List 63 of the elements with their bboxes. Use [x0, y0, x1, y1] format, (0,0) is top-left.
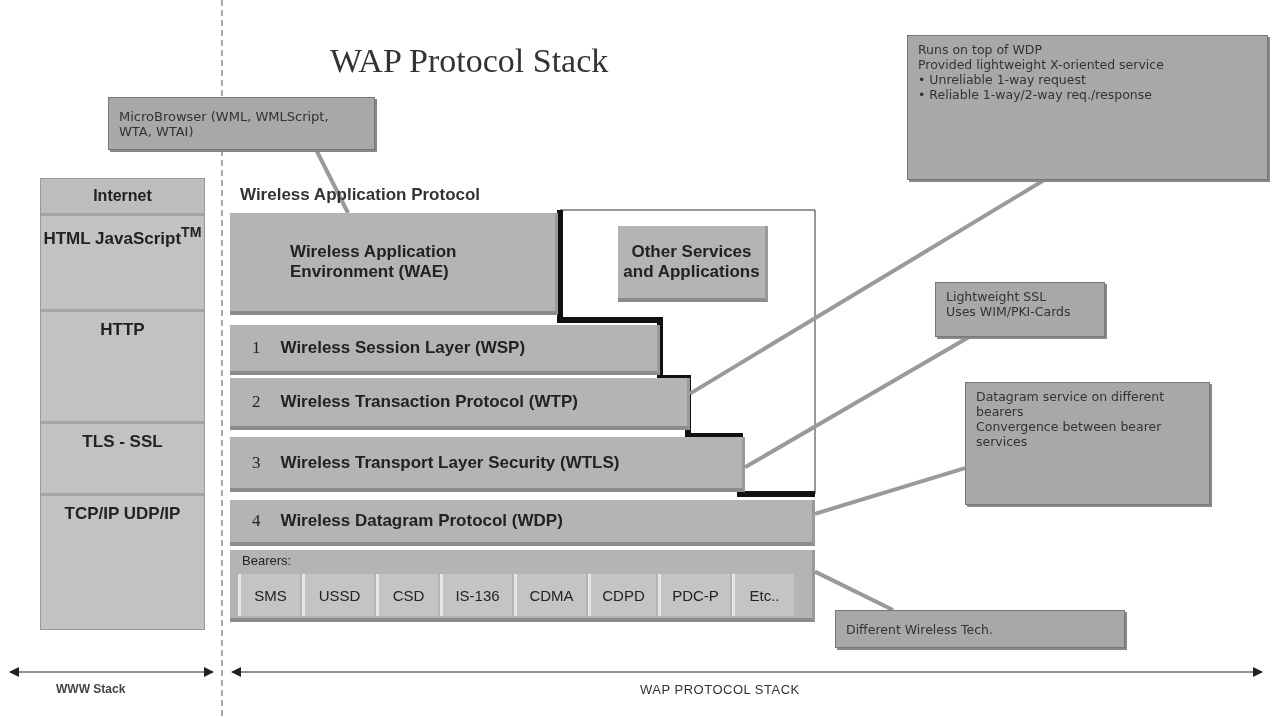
span-label: WAP PROTOCOL STACK: [640, 682, 800, 697]
bearer-label: CDPD: [602, 586, 645, 604]
protocol-layer: [230, 437, 745, 492]
layer-label: Wireless Application Environment (WAE): [290, 242, 458, 282]
layer-label: Wireless Transport Layer Security (WTLS): [280, 452, 620, 473]
callout-box: [935, 282, 1105, 337]
protocol-layer: [41, 309, 204, 421]
callout-box: [965, 382, 1210, 505]
layer-label: HTTP: [100, 320, 145, 340]
layer-number: 1: [252, 338, 261, 358]
span-label: WWW Stack: [56, 682, 126, 696]
stack-heading: Internet: [93, 187, 152, 205]
bearer-tab: [588, 574, 656, 616]
layer-label: TCP/IP UDP/IP: [64, 504, 181, 524]
protocol-layer: [230, 500, 815, 546]
bearer-label: CSD: [392, 586, 425, 604]
bearer-label: SMS: [254, 586, 287, 604]
callout-text: MicroBrowser (WML, WMLScript, WTA, WTAI): [119, 108, 330, 139]
callout-text: Datagram service on different bearers: [976, 389, 1166, 419]
bearer-tab: [376, 574, 438, 616]
callout-text: Provided lightweight X-oriented service: [918, 57, 1164, 72]
protocol-layer: [230, 325, 660, 375]
bearer-label: PDC-P: [672, 586, 719, 604]
layer-label: Wireless Transaction Protocol (WTP): [280, 392, 578, 412]
bearer-tab: [302, 574, 374, 616]
callout-text: Runs on top of WDP: [918, 42, 1042, 57]
callout-box: [835, 610, 1125, 648]
callout-box: [907, 35, 1268, 180]
bearer-tab: [658, 574, 730, 616]
layer-number: 3: [252, 452, 261, 473]
bearer-tab: [440, 574, 512, 616]
protocol-layer: [230, 213, 558, 315]
service-label: Other Services and Applications: [622, 242, 761, 282]
callout-text: Uses WIM/PKI-Cards: [946, 304, 1071, 319]
layer-label: TLS - SSL: [82, 432, 163, 452]
bearer-tab: [732, 574, 794, 616]
callout-text: Lightweight SSL: [946, 289, 1047, 304]
layer-number: 2: [252, 392, 261, 412]
callout-text: Different Wireless Tech.: [846, 621, 993, 637]
bearer-tab: [238, 574, 300, 616]
protocol-layer: [230, 378, 690, 430]
protocol-layer: [41, 493, 204, 629]
callout-text: Convergence between bearer services: [976, 419, 1163, 449]
callout-text: • Unreliable 1-way request: [918, 72, 1086, 87]
section-heading: Wireless Application Protocol: [240, 185, 481, 205]
layer-label: Wireless Datagram Protocol (WDP): [280, 511, 563, 531]
callout-box: [108, 97, 375, 150]
protocol-layer: [41, 421, 204, 493]
bearer-tab: [514, 574, 586, 616]
callout-text: • Reliable 1-way/2-way req./response: [918, 87, 1152, 102]
band-heading: Bearers:: [242, 553, 292, 568]
bearer-label: Etc..: [749, 586, 780, 604]
protocol-stack-column: [40, 178, 205, 630]
layer-number: 4: [252, 511, 261, 531]
bearer-label: IS-136: [455, 586, 500, 604]
bearer-label: USSD: [318, 586, 361, 604]
layer-label: HTML JavaScript$^{TM}$: [43, 224, 202, 249]
service-box: [618, 226, 768, 302]
bearers-band: [230, 550, 815, 622]
protocol-layer: [41, 213, 204, 309]
diagram-title: WAP Protocol Stack: [330, 42, 609, 80]
bearer-label: CDMA: [529, 586, 574, 604]
layer-label: Wireless Session Layer (WSP): [280, 338, 526, 358]
